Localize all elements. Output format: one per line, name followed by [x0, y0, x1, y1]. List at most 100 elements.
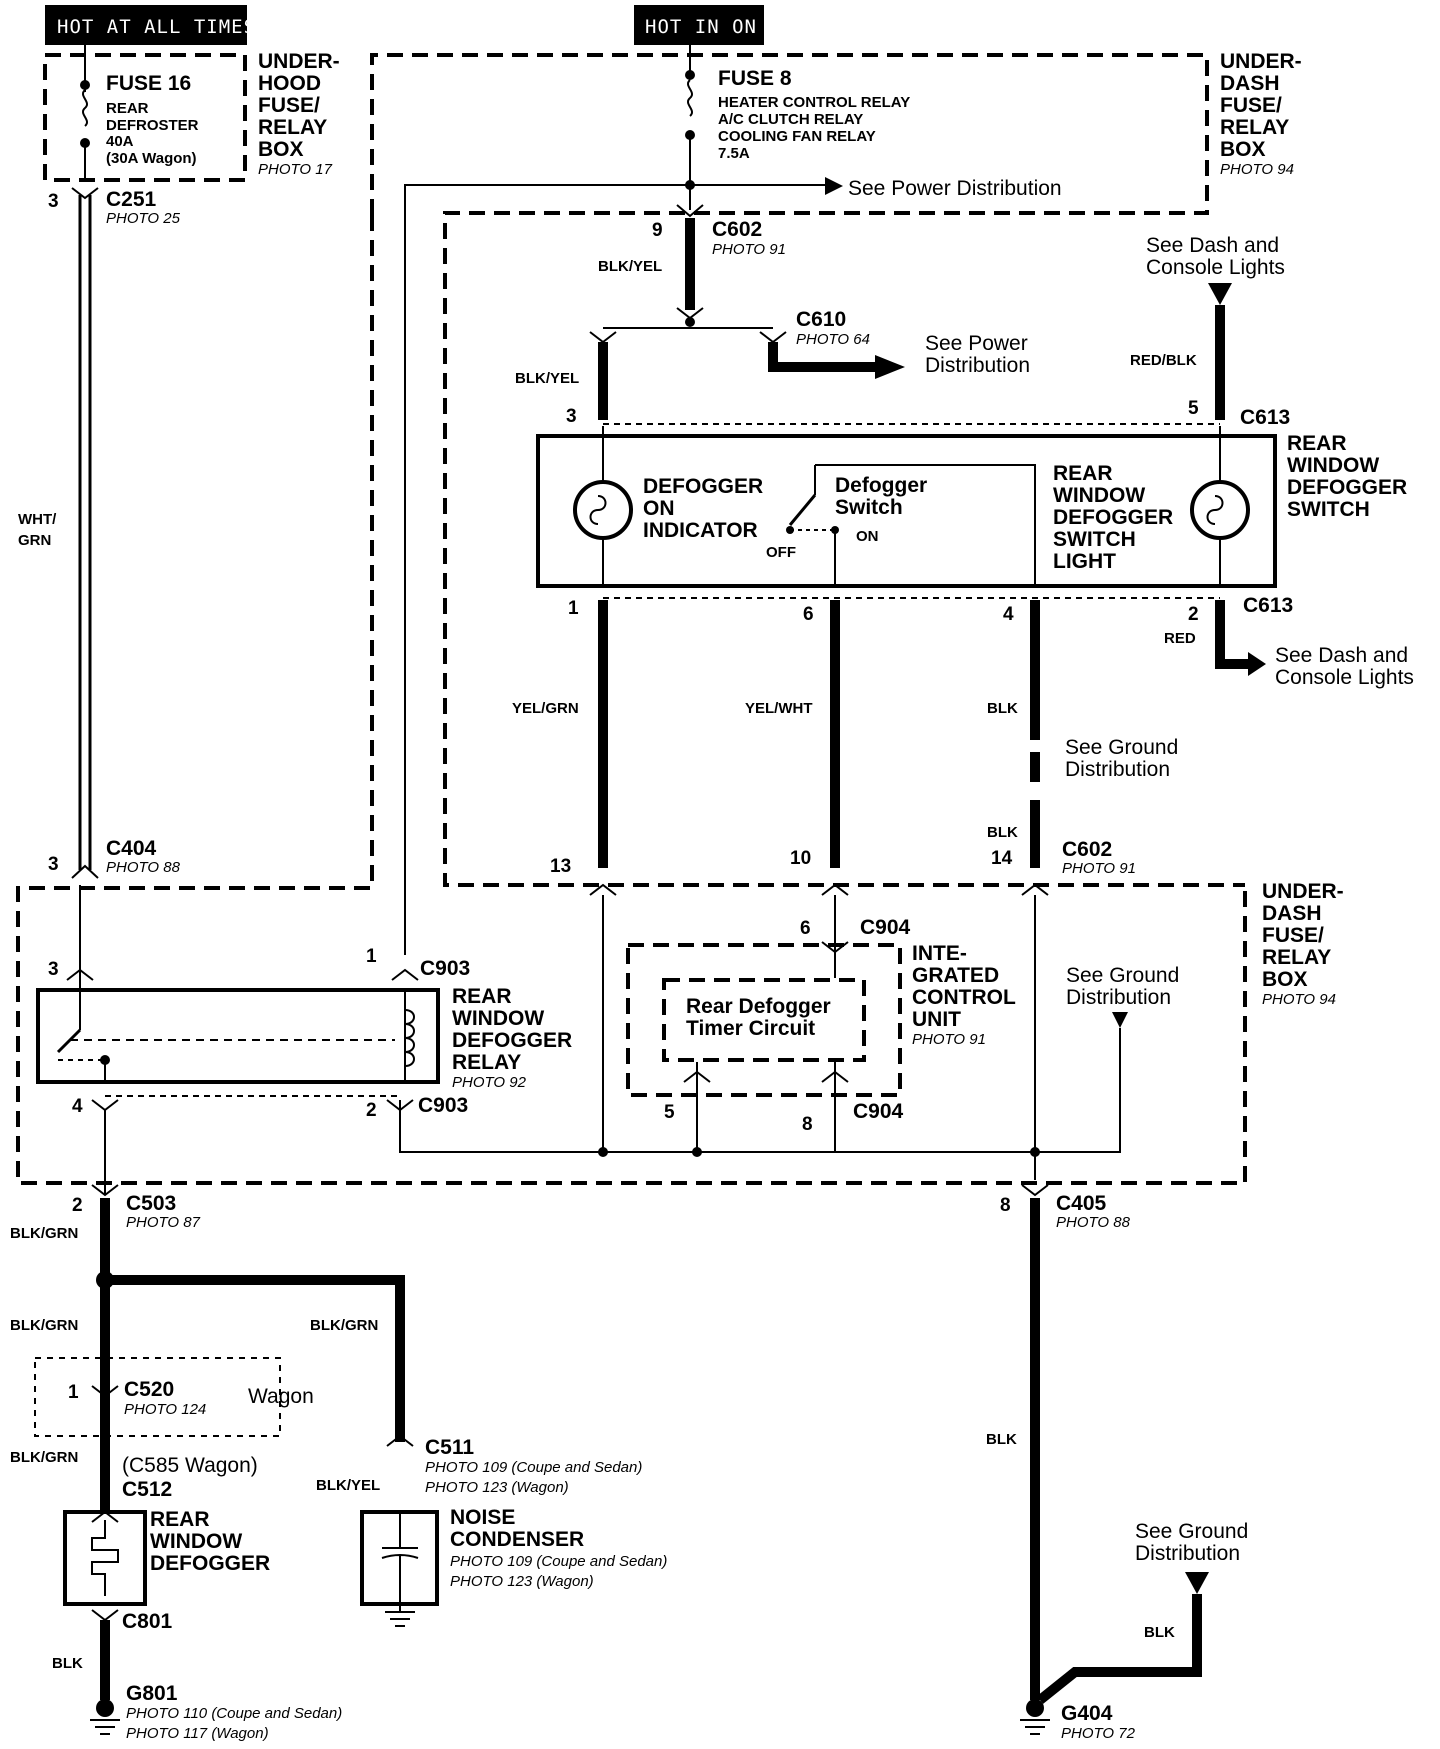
defogger-switch-unit[interactable]: [536, 434, 1277, 588]
c251-photo: PHOTO 25: [106, 210, 181, 227]
c251-connector: [71, 187, 99, 200]
wire-blk-label-2: BLK: [987, 824, 1018, 841]
c602-blk-connector: [1021, 883, 1049, 896]
fuse8-line2: A/C CLUTCH RELAY: [718, 111, 863, 128]
wire-blk-grn-label-1: BLK/GRN: [10, 1225, 78, 1242]
ground-ref-2a: See Ground: [1066, 964, 1179, 987]
dash-lights-arrow-icon: [1208, 283, 1232, 305]
ground-ref-1a: See Ground: [1065, 736, 1178, 759]
c903-pin2-connector: [386, 1099, 414, 1112]
fuse8-title: FUSE 8: [718, 67, 792, 90]
c602-top-label: C602: [712, 218, 762, 241]
dash-lights-ref-1b: Console Lights: [1146, 256, 1285, 279]
c404-label: C404: [106, 837, 157, 860]
icu-label-1: INTE-: [912, 942, 967, 965]
light-label-2: WINDOW: [1053, 484, 1145, 507]
underdash-box-bottom-outline: [16, 215, 1247, 1185]
switch-name-1: REAR: [1287, 432, 1347, 455]
defogger-label-1: REAR: [150, 1508, 210, 1531]
ground-ref-3a: See Ground: [1135, 1520, 1248, 1543]
fuse16-node-top: [80, 80, 90, 90]
underdash-top-label-3: FUSE/: [1220, 94, 1282, 117]
pin-c904-8: 8: [802, 1114, 813, 1135]
c903-pin4-connector: [91, 1099, 119, 1112]
relay-photo: PHOTO 92: [452, 1074, 527, 1091]
ground-ref-2b: Distribution: [1066, 986, 1171, 1009]
defogger-switch-blade[interactable]: [788, 494, 817, 526]
underdash-top-label-2: DASH: [1220, 72, 1280, 95]
dash-lights-ref-1a: See Dash and: [1146, 234, 1279, 257]
pin-c251-3: 3: [48, 191, 59, 212]
g404-photo: PHOTO 72: [1061, 1725, 1136, 1742]
c610-right-connector: [759, 331, 787, 344]
indicator-bulb-icon: [573, 480, 633, 540]
pin-c613-3: 3: [566, 406, 577, 427]
pin-c602-13: 13: [550, 856, 571, 877]
underhood-fuse-box-outline: [43, 53, 247, 182]
c511-photo-1: PHOTO 109 (Coupe and Sedan): [425, 1459, 642, 1476]
g404-ground-icon: [1020, 1719, 1050, 1735]
pin-c903-1: 1: [366, 946, 377, 967]
capacitor-icon: [381, 1512, 419, 1604]
pin-c404-3: 3: [48, 854, 59, 875]
pin-c602-14: 14: [991, 848, 1013, 869]
timer-circuit-outline: [662, 978, 866, 1062]
c503-connector: [91, 1184, 119, 1197]
icu-label-3: CONTROL: [912, 986, 1016, 1009]
ground-ref-2-arrow-icon: [1112, 1012, 1128, 1028]
pin-c613-1: 1: [568, 598, 579, 619]
c405-label: C405: [1056, 1192, 1107, 1215]
fuse16-line2: DEFROSTER: [106, 117, 199, 134]
condenser-photo-1: PHOTO 109 (Coupe and Sedan): [450, 1553, 667, 1570]
pin-c503-2: 2: [72, 1195, 83, 1216]
wire-blk-label-5: BLK: [1144, 1624, 1175, 1641]
c405-connector: [1021, 1184, 1049, 1197]
power-dist-wire-2: [768, 342, 875, 372]
switch-light-bulb-icon: [1190, 480, 1250, 540]
fuse16-line1: REAR: [106, 100, 149, 117]
indicator-filament-icon: [589, 495, 607, 525]
bus-node-1035: [1030, 1147, 1040, 1157]
rear-window-defogger[interactable]: [63, 1510, 147, 1606]
bus-node-697: [692, 1147, 702, 1157]
c903-pin3-connector: [66, 968, 94, 981]
c404-photo: PHOTO 88: [106, 859, 181, 876]
pin-c613-6: 6: [803, 604, 814, 625]
red-wire: [1215, 600, 1248, 669]
icu-photo: PHOTO 91: [912, 1031, 986, 1048]
hot-at-all-times-label: HOT AT ALL TIMES: [57, 16, 256, 38]
switch-name-4: SWITCH: [1287, 498, 1370, 521]
switch-name-2: WINDOW: [1287, 454, 1379, 477]
c904-top-label: C904: [860, 916, 911, 939]
c904-bottom-connector-5: [683, 1070, 711, 1083]
underhood-box-label-4: RELAY: [258, 116, 327, 139]
power-dist-ref-1: See Power Distribution: [848, 177, 1062, 200]
c610-label: C610: [796, 308, 846, 331]
pin-c613-2: 2: [1188, 604, 1199, 625]
switch-label-2: Switch: [835, 496, 903, 519]
switch-light-bus: [815, 464, 1036, 584]
c520-photo: PHOTO 124: [124, 1401, 206, 1418]
c511-label: C511: [425, 1436, 474, 1459]
underdash-bottom-label-1: UNDER-: [1262, 880, 1344, 903]
fuse8-line3: COOLING FAN RELAY: [718, 128, 876, 145]
fuse8-symbol: [687, 79, 693, 117]
c520-connector: [91, 1385, 119, 1398]
defogger-label-3: DEFOGGER: [150, 1552, 270, 1575]
condenser-ground-icon: [385, 1611, 415, 1627]
wire-blk-yel-label-3: BLK/YEL: [316, 1477, 380, 1494]
pin-c602-9: 9: [652, 220, 663, 241]
wire-wht-grn-label-1: WHT/: [18, 511, 57, 528]
switch-light-filament-icon: [1206, 495, 1224, 525]
fuse8-line4: 7.5A: [718, 145, 750, 162]
hot-in-on-label: HOT IN ON: [645, 16, 757, 38]
wire-blk-grn-label-4: BLK/GRN: [10, 1449, 78, 1466]
defogger-relay[interactable]: [36, 988, 440, 1084]
underdash-bottom-label-4: RELAY: [1262, 946, 1331, 969]
light-label-1: REAR: [1053, 462, 1113, 485]
power-dist-arrow-2-icon: [875, 355, 905, 379]
c512-label: C512: [122, 1478, 172, 1501]
fuse16-line4: (30A Wagon): [106, 150, 197, 167]
g801-label: G801: [126, 1682, 178, 1705]
wire-yel-grn-label: YEL/GRN: [512, 700, 579, 717]
